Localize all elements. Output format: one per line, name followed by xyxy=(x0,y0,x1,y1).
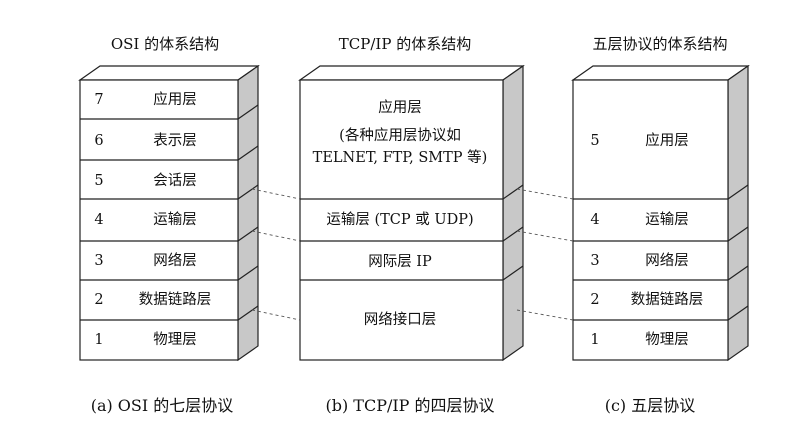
tcpip-top-face xyxy=(298,65,525,81)
tcpip-divider-side xyxy=(502,265,524,281)
five-layer-title: 五层协议的体系结构 xyxy=(592,35,728,53)
dashed-correspondence-line xyxy=(516,188,574,200)
osi-layer-1-number: 1 xyxy=(94,332,104,348)
osi-front-face xyxy=(79,79,239,361)
tcpip-front-face xyxy=(299,79,504,361)
osi-layer-2-number: 2 xyxy=(94,292,104,308)
five-divider-side xyxy=(727,305,749,321)
dashed-correspondence-line xyxy=(251,188,301,200)
osi-caption: (a) OSI 的七层协议 xyxy=(90,396,234,415)
osi-layer-5-number: 5 xyxy=(94,173,104,189)
tcpip-divider-side xyxy=(502,184,524,200)
tcpip-network-interface-layer: 网络接口层 xyxy=(363,312,437,328)
dashed-correspondence-line xyxy=(516,309,574,321)
five-divider-side xyxy=(727,265,749,281)
osi-layer-5-name: 会话层 xyxy=(153,173,197,189)
five-layer-3-name: 网络层 xyxy=(645,253,689,269)
five-layer-5-number: 5 xyxy=(590,133,600,149)
five-layer-1-number: 1 xyxy=(590,332,600,348)
five-divider-side xyxy=(727,226,749,242)
osi-layer-6-number: 6 xyxy=(94,133,104,149)
tcpip-application-name: 应用层 xyxy=(378,100,422,116)
five-layer-4-name: 运输层 xyxy=(645,212,689,228)
osi-title: OSI 的体系结构 xyxy=(110,35,220,53)
tcpip-caption: (b) TCP/IP 的四层协议 xyxy=(325,396,495,415)
dashed-correspondence-line xyxy=(516,230,574,242)
five-layer-5-name: 应用层 xyxy=(645,133,689,149)
osi-layer-2-name: 数据链路层 xyxy=(138,292,212,308)
five-front-face xyxy=(572,79,729,361)
osi-layer-4-name: 运输层 xyxy=(153,212,197,228)
tcpip-stack xyxy=(298,64,525,362)
osi-layer-6-name: 表示层 xyxy=(153,133,197,149)
tcpip-internet-layer: 网际层 IP xyxy=(368,254,432,270)
osi-divider-side xyxy=(237,184,259,200)
five-layer-1-name: 物理层 xyxy=(645,332,689,348)
tcpip-title: TCP/IP 的体系结构 xyxy=(338,35,472,53)
dashed-correspondence-line xyxy=(251,309,301,321)
osi-stack xyxy=(78,64,260,362)
five-side-face xyxy=(727,64,749,362)
osi-layer-3-number: 3 xyxy=(94,253,104,269)
osi-divider-side xyxy=(237,226,259,242)
osi-layer-7-name: 应用层 xyxy=(153,92,197,108)
five-divider-side xyxy=(727,184,749,200)
osi-divider-side xyxy=(237,145,259,161)
osi-top-face xyxy=(78,65,260,81)
osi-layer-1-name: 物理层 xyxy=(153,332,197,348)
five-layer-4-number: 4 xyxy=(590,212,600,228)
tcpip-application-desc-2: TELNET, FTP, SMTP 等) xyxy=(312,150,488,166)
five-layer-caption: (c) 五层协议 xyxy=(604,396,696,415)
five-layer-2-name: 数据链路层 xyxy=(630,292,704,308)
osi-divider-side xyxy=(237,265,259,281)
osi-divider-side xyxy=(237,305,259,321)
five-top-face xyxy=(571,65,750,81)
five-layer-3-number: 3 xyxy=(590,253,600,269)
tcpip-divider-side xyxy=(502,226,524,242)
tcpip-application-layer: 应用层 (各种应用层协议如 TELNET, FTP, SMTP 等) xyxy=(313,97,488,169)
five-layer-2-number: 2 xyxy=(590,292,600,308)
osi-side-face xyxy=(237,64,259,362)
osi-layer-4-number: 4 xyxy=(94,212,104,228)
layer-correspondence-lines xyxy=(251,188,574,321)
osi-layer-3-name: 网络层 xyxy=(153,253,197,269)
tcpip-transport-layer: 运输层 (TCP 或 UDP) xyxy=(326,212,474,228)
osi-divider-side xyxy=(237,104,259,120)
tcpip-application-desc-1: (各种应用层协议如 xyxy=(339,128,461,144)
dashed-correspondence-line xyxy=(251,230,301,242)
tcpip-side-face xyxy=(502,64,524,362)
five-layer-stack xyxy=(571,64,750,362)
osi-layer-7-number: 7 xyxy=(94,92,104,108)
